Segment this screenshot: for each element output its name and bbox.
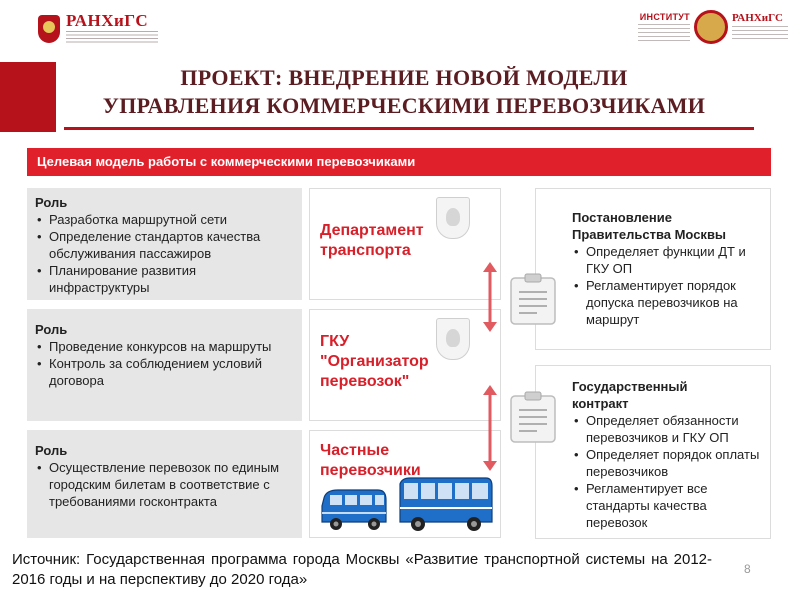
double-arrow-icon bbox=[482, 385, 498, 471]
institute-ranepa-name: РАНХиГС bbox=[732, 12, 783, 24]
slide-title-line2: УПРАВЛЕНИЯ КОММЕРЧЕСКИМИ ПЕРЕВОЗЧИКАМИ bbox=[102, 93, 706, 118]
document-title: Постановление Правительства Москвы bbox=[572, 209, 762, 243]
institute-logo-right: ИНСТИТУТ РАНХиГС bbox=[636, 10, 788, 44]
entity-name-carriers: Частные перевозчики bbox=[320, 441, 421, 481]
role-title: Роль bbox=[35, 443, 68, 458]
role-item: Планирование развития инфраструктуры bbox=[35, 262, 294, 296]
document-title-line: контракт bbox=[572, 396, 629, 411]
entity-name-line: ГКУ bbox=[320, 333, 350, 350]
slide-title-line1: ПРОЕКТ: ВНЕДРЕНИЕ НОВОЙ МОДЕЛИ bbox=[180, 65, 628, 90]
ranepa-crest-icon bbox=[38, 14, 60, 43]
document-box-decree: Постановление Правительства Москвы Опред… bbox=[535, 188, 771, 350]
institute-emblem-icon bbox=[694, 10, 728, 44]
institute-ranepa-subtitle bbox=[732, 26, 788, 42]
institute-subtitle bbox=[638, 24, 690, 42]
entity-name-line: Департамент bbox=[320, 222, 424, 239]
document-title-line: Правительства Москвы bbox=[572, 227, 727, 242]
document-title: Государственный контракт bbox=[572, 378, 762, 412]
document-item: Определяет функции ДТ и ГКУ ОП bbox=[572, 243, 762, 277]
document-title-line: Постановление bbox=[572, 210, 672, 225]
document-item: Определяет порядок оплаты перевозчиков bbox=[572, 446, 762, 480]
role-item: Осуществление перевозок по единым городс… bbox=[35, 459, 294, 510]
entity-name-department: Департамент транспорта bbox=[320, 221, 424, 261]
clipboard-icon bbox=[509, 272, 557, 326]
role-box-gku: Роль Проведение конкурсов на маршруты Ко… bbox=[27, 309, 302, 421]
double-arrow-icon bbox=[482, 262, 498, 332]
title-accent-bar bbox=[0, 62, 56, 132]
institute-name: ИНСТИТУТ bbox=[639, 12, 690, 22]
entity-box-gku: ГКУ "Организатор перевозок" bbox=[309, 309, 501, 421]
model-banner: Целевая модель работы с коммерческими пе… bbox=[27, 148, 771, 176]
moscow-crest-icon bbox=[436, 197, 470, 239]
ranepa-logo-left: РАНХиГС bbox=[38, 12, 158, 45]
role-box-carriers: Роль Осуществление перевозок по единым г… bbox=[27, 430, 302, 538]
role-box-department: Роль Разработка маршрутной сети Определе… bbox=[27, 188, 302, 300]
title-divider bbox=[64, 127, 754, 130]
entity-name-gku: ГКУ "Организатор перевозок" bbox=[320, 332, 429, 392]
moscow-crest-icon bbox=[436, 318, 470, 360]
role-item: Контроль за соблюдением условий договора bbox=[35, 355, 294, 389]
role-item: Разработка маршрутной сети bbox=[35, 211, 294, 228]
source-citation: Источник: Государственная программа горо… bbox=[12, 551, 712, 588]
clipboard-icon bbox=[509, 390, 557, 444]
role-item: Проведение конкурсов на маршруты bbox=[35, 338, 294, 355]
entity-name-line: транспорта bbox=[320, 242, 411, 259]
page-number: 8 bbox=[744, 562, 751, 576]
entity-name-line: "Организатор bbox=[320, 353, 429, 370]
bus-icon bbox=[396, 474, 496, 539]
entity-box-department: Департамент транспорта bbox=[309, 188, 501, 300]
minibus-icon bbox=[318, 486, 390, 539]
document-item: Регламентирует все стандарты качества пе… bbox=[572, 480, 762, 531]
role-item: Определение стандартов качества обслужив… bbox=[35, 228, 294, 262]
ranepa-logo-subtitle bbox=[66, 31, 158, 45]
document-box-contract: Государственный контракт Определяет обяз… bbox=[535, 365, 771, 539]
document-item: Регламентирует порядок допуска перевозчи… bbox=[572, 277, 762, 328]
role-title: Роль bbox=[35, 195, 68, 210]
entity-name-line: перевозок" bbox=[320, 373, 410, 390]
entity-name-line: перевозчики bbox=[320, 462, 421, 479]
slide-title: ПРОЕКТ: ВНЕДРЕНИЕ НОВОЙ МОДЕЛИ УПРАВЛЕНИ… bbox=[64, 64, 744, 120]
entity-name-line: Частные bbox=[320, 442, 390, 459]
document-title-line: Государственный bbox=[572, 379, 688, 394]
role-title: Роль bbox=[35, 322, 68, 337]
document-item: Определяет обязанности перевозчиков и ГК… bbox=[572, 412, 762, 446]
ranepa-logo-name: РАНХиГС bbox=[66, 11, 149, 30]
